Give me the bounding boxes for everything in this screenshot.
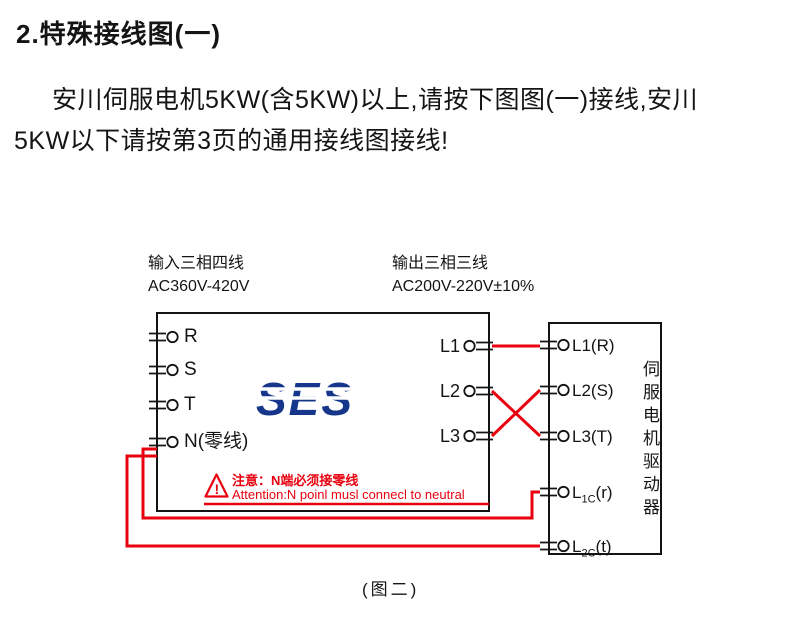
l2c-sub: 2C bbox=[581, 547, 596, 560]
l1c-sub: 1C bbox=[581, 493, 596, 506]
servo-drive-box bbox=[548, 322, 662, 555]
drive-terminal-label-l2c: L2C(t) bbox=[572, 536, 612, 564]
output-spec-line-1: 输出三相三线 bbox=[392, 255, 489, 272]
intro-line-2: 5KW以下请按第3页的通用接线图接线! bbox=[14, 127, 449, 155]
intro-line-1: 安川伺服电机5KW(含5KW)以上,请按下图图(一)接线,安川 bbox=[52, 86, 699, 114]
wire-l3-to-l2s bbox=[490, 388, 542, 438]
input-terminal-label-s: S bbox=[184, 359, 197, 380]
input-terminal-label-r: R bbox=[184, 326, 198, 347]
output-terminal-label-l3: L3 bbox=[439, 426, 460, 446]
section-title: 2.特殊接线图(一) bbox=[16, 19, 222, 49]
output-spec-line-2: AC200V-220V±10% bbox=[392, 278, 535, 295]
output-spec-label: 输出三相三线 AC200V-220V±10% bbox=[392, 252, 534, 298]
input-spec-label: 输入三相四线 AC360V-420V bbox=[148, 252, 249, 298]
input-spec-line-1: 输入三相四线 bbox=[148, 255, 245, 272]
drive-terminal-label-l1r: L1(R) bbox=[572, 336, 615, 355]
figure-caption: (图二) bbox=[362, 580, 420, 599]
l1c-pre: L bbox=[572, 483, 582, 502]
l1c-post: (r) bbox=[595, 483, 613, 502]
l2c-post: (t) bbox=[595, 537, 612, 556]
drive-name-vertical: 伺服电机驱动器 bbox=[640, 360, 659, 521]
drive-terminal-label-l3t: L3(T) bbox=[572, 427, 613, 446]
input-spec-line-2: AC360V-420V bbox=[148, 278, 250, 295]
warning-text-en: Attention:N poinl musl connecl to neutra… bbox=[232, 487, 465, 502]
drive-terminal-label-l1c: L1C(r) bbox=[572, 482, 613, 510]
output-terminal-label-l1: L1 bbox=[439, 336, 460, 356]
l2c-pre: L bbox=[572, 537, 582, 556]
wire-l2-to-l3t bbox=[490, 389, 542, 438]
input-terminal-label-t: T bbox=[184, 394, 196, 415]
ses-logo: SES bbox=[256, 373, 355, 425]
drive-terminal-label-l2s: L2(S) bbox=[572, 381, 614, 400]
output-terminal-label-l2: L2 bbox=[439, 381, 460, 401]
input-terminal-label-n: N(零线) bbox=[184, 431, 249, 452]
